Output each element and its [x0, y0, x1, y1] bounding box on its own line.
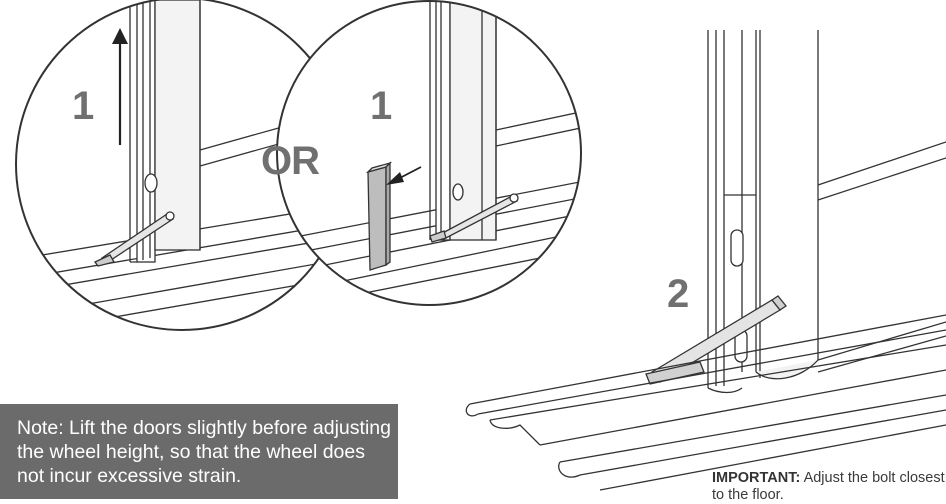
step-number-main: 2 [667, 272, 690, 316]
important-label: IMPORTANT: [712, 470, 801, 486]
note-box: Note: Lift the doors slightly before adj… [0, 404, 398, 499]
step-number-left: 1 [72, 84, 95, 128]
middle-detail-circle [276, 0, 582, 306]
left-detail-circle [15, 0, 349, 331]
main-door-drawing [465, 30, 946, 491]
step-number-middle: 1 [370, 84, 393, 128]
note-text: Note: Lift the doors slightly before adj… [17, 417, 391, 487]
or-separator: OR [261, 139, 320, 183]
